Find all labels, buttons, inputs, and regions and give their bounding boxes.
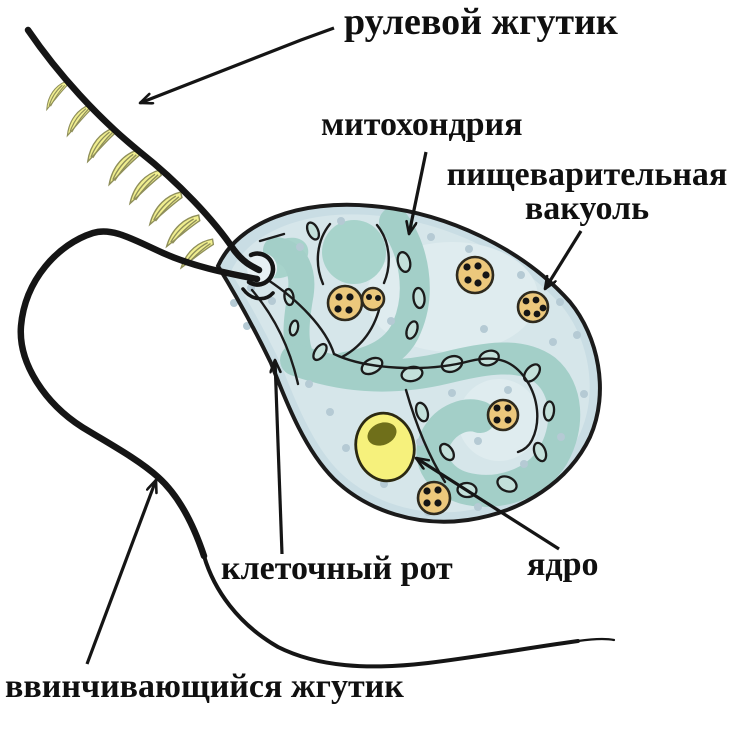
- arrow-digestive-vacuole: [543, 230, 583, 289]
- food-vacuoles: [326, 255, 550, 516]
- arrow-nucleus: [416, 456, 560, 551]
- cytoplasm-speckles: [230, 217, 588, 516]
- label-digestive-vacuole: пищеварительная вакуоль: [446, 156, 728, 227]
- food-vacuole: [516, 290, 550, 324]
- food-vacuole: [486, 398, 520, 432]
- band-reservoir-blob: [322, 220, 386, 284]
- screwing-flagellum-tip: [576, 637, 616, 643]
- label-steering-flagellum: рулевой жгутик: [344, 1, 618, 43]
- mastigoneme: [44, 77, 69, 114]
- cristae-ovals: [283, 221, 556, 499]
- label-nucleus: ядро: [527, 546, 599, 583]
- food-vacuole: [326, 284, 364, 322]
- arrow-screwing-flagellum: [85, 480, 156, 665]
- cell-mouth-rim: [241, 251, 276, 301]
- nucleus: [354, 411, 416, 483]
- nucleolus: [367, 422, 397, 446]
- arrow-cell-mouth: [275, 360, 284, 555]
- label-arrows: [85, 26, 583, 665]
- arrow-steering-flagellum: [140, 26, 335, 103]
- food-vacuole: [416, 480, 452, 516]
- label-mitochondria: митохондрия: [321, 106, 523, 143]
- screwing-flagellum: [17, 228, 261, 560]
- food-vacuole: [360, 286, 386, 312]
- label-cell-mouth: клеточный рот: [221, 550, 453, 587]
- label-screwing-flagellum: ввинчивающийся жгутик: [5, 668, 404, 705]
- arrow-mitochondria: [409, 151, 428, 234]
- food-vacuole: [455, 255, 495, 295]
- steering-flagellum: [24, 26, 263, 274]
- screwing-flagellum-tail: [202, 554, 580, 669]
- mastigoneme: [146, 185, 185, 233]
- flagella: [17, 26, 616, 669]
